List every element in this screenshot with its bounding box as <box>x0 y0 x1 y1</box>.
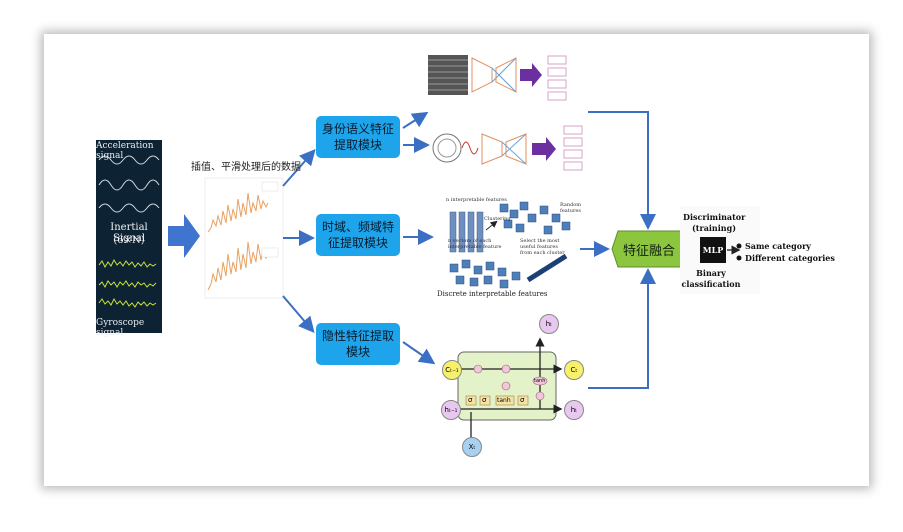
mlp-label: MLP <box>702 245 724 255</box>
mlp-box <box>700 237 726 263</box>
lstm-h-out: hₜ <box>564 400 584 420</box>
interp-random-label: Random features <box>560 202 582 214</box>
interpretable-features-diagram <box>449 201 571 289</box>
inertial-label: Inertial Signal <box>110 222 148 244</box>
interp-top-label: n interpretable features <box>446 197 507 203</box>
discriminator-title: Discriminator (training) <box>683 212 746 233</box>
lstm-cell <box>456 337 563 438</box>
output-same: Same category <box>745 241 811 251</box>
preprocessed-plot <box>204 177 284 299</box>
lstm-h-top: hₜ <box>539 314 559 334</box>
bullet-icon <box>736 255 742 261</box>
lstm-sigma-3: σ <box>520 396 525 404</box>
fusion-label: 特征融合 <box>622 244 675 259</box>
lstm-x-in: Xₜ <box>462 437 482 457</box>
hidden-module: 隐性特征提取 模块 <box>316 323 400 365</box>
semantic-encoder-top <box>428 55 567 101</box>
lstm-h-in: hₜ₋₁ <box>441 400 461 420</box>
signal-panel <box>96 140 162 333</box>
acceleration-label: Acceleration signal <box>96 141 154 161</box>
lstm-sigma-1: σ <box>468 396 473 404</box>
dims-label: (6×N) <box>113 235 145 246</box>
gyroscope-label: Gyroscope signal <box>96 318 145 338</box>
lstm-tanh-1: tanh <box>497 397 511 404</box>
bullet-icon <box>736 243 742 249</box>
interp-clustering-label: Clustering <box>484 216 511 222</box>
lstm-tanh-2: tanh <box>534 378 546 384</box>
interp-select-label: Select the most useful features from eac… <box>520 238 565 256</box>
binary-label: Binary classification <box>681 268 741 289</box>
lstm-c-out: Cₜ <box>564 360 584 380</box>
interp-bottom-label: Discrete interpretable features <box>437 290 548 298</box>
lstm-sigma-2: σ <box>482 396 487 404</box>
semantic-encoder-bottom <box>432 125 583 171</box>
interp-mid-label: n vectors of each interpretable feature <box>448 238 502 250</box>
timefreq-module: 时域、频域特 征提取模块 <box>316 214 400 256</box>
preprocess-caption: 插值、平滑处理后的数据 <box>191 162 301 173</box>
output-different: Different categories <box>745 253 835 263</box>
lstm-c-in: Cₜ₋₁ <box>442 360 462 380</box>
semantic-module: 身份语义特征 提取模块 <box>316 116 400 158</box>
input-arrow <box>168 214 200 258</box>
